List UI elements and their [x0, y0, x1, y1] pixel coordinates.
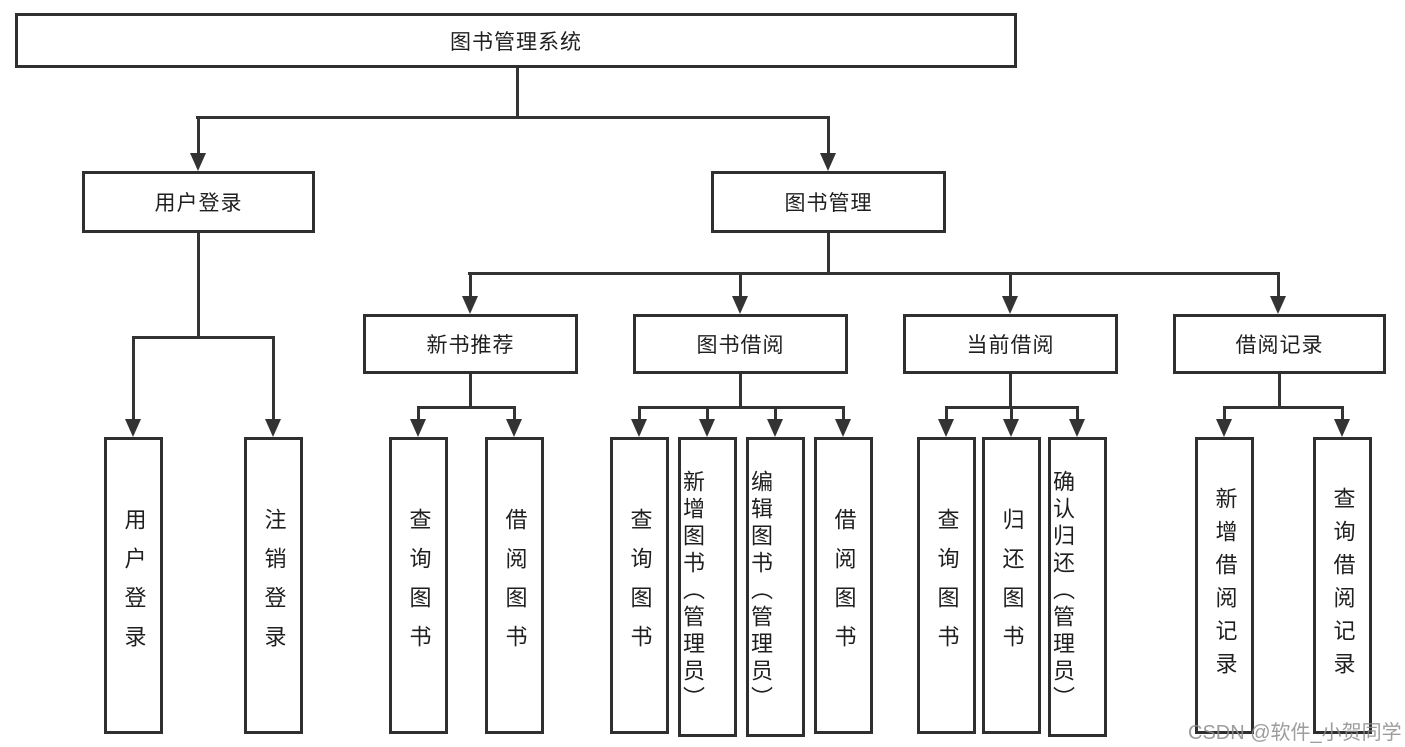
arrow-down-book-management	[820, 153, 836, 171]
arrow-down-leaf-logout	[265, 419, 281, 437]
connector-level3-shaft-1	[469, 272, 472, 298]
arrow-down-br-add	[1216, 419, 1232, 437]
node-borrow-records: 借阅记录	[1173, 314, 1386, 374]
connector-userlogin-shaft-1	[132, 336, 135, 420]
arrow-down-borrow-records	[1270, 296, 1286, 314]
connector-currentborrow-shaft-2	[1010, 406, 1013, 421]
leaf-current-query-books-label: 查询图书	[934, 507, 960, 664]
leaf-borrow-add-books-admin-label: 新增图书（管理员）	[680, 469, 705, 713]
connector-level3-shaft-4	[1277, 272, 1280, 298]
connector-level2-branch	[196, 116, 830, 119]
csdn-watermark: CSDN @软件_小贺同学	[1188, 722, 1402, 744]
arrow-down-cb-confirm	[1069, 419, 1085, 437]
node-root: 图书管理系统	[15, 13, 1017, 68]
arrow-down-bb-add	[699, 419, 715, 437]
leaf-current-confirm-return-admin-label: 确认归还（管理员）	[1050, 469, 1075, 713]
node-root-label: 图书管理系统	[450, 30, 582, 54]
connector-root-trunk	[516, 68, 519, 119]
leaf-logout: 注销登录	[244, 437, 303, 734]
connector-bookborrow-trunk	[739, 374, 742, 409]
arrow-down-cb-query	[938, 419, 954, 437]
connector-currentborrow-shaft-3	[1076, 406, 1079, 421]
arrow-down-leaf-user-login	[125, 419, 141, 437]
leaf-newbook-query-books-label: 查询图书	[406, 507, 432, 664]
connector-newbook-shaft-2	[513, 406, 516, 421]
connector-newbook-branch	[417, 406, 515, 409]
leaf-borrow-add-books-admin: 新增图书（管理员）	[678, 437, 737, 737]
node-book-borrow: 图书借阅	[633, 314, 848, 374]
connector-newbook-shaft-1	[417, 406, 420, 421]
connector-records-branch	[1223, 406, 1343, 409]
connector-bookborrow-shaft-4	[842, 406, 845, 421]
leaf-current-return-books-label: 归还图书	[999, 507, 1025, 664]
connector-bookborrow-shaft-3	[774, 406, 777, 421]
node-book-management-label: 图书管理	[784, 192, 873, 215]
arrow-down-book-borrow	[732, 296, 748, 314]
node-user-login-label: 用户登录	[154, 192, 243, 215]
arrow-down-bb-edit	[767, 419, 783, 437]
connector-userlogin-trunk	[197, 233, 200, 339]
leaf-borrow-query-books-label: 查询图书	[627, 507, 653, 664]
leaf-records-add-record-label: 新增借阅记录	[1212, 486, 1238, 685]
leaf-newbook-borrow-books-label: 借阅图书	[502, 507, 528, 664]
arrow-down-bb-borrow	[835, 419, 851, 437]
leaf-borrow-edit-books-admin-label: 编辑图书（管理员）	[748, 469, 773, 713]
leaf-borrow-query-books: 查询图书	[610, 437, 669, 734]
connector-newbook-trunk	[469, 374, 472, 409]
connector-level3-shaft-2	[739, 272, 742, 298]
leaf-borrow-edit-books-admin: 编辑图书（管理员）	[746, 437, 805, 737]
arrow-down-nb-borrow	[506, 419, 522, 437]
node-book-management: 图书管理	[711, 171, 946, 233]
connector-userlogin-shaft-2	[272, 336, 275, 420]
leaf-borrow-borrow-books-label: 借阅图书	[831, 507, 857, 664]
leaf-newbook-borrow-books: 借阅图书	[485, 437, 544, 734]
connector-bookborrow-shaft-2	[706, 406, 709, 421]
leaf-records-add-record: 新增借阅记录	[1195, 437, 1254, 734]
leaf-logout-label: 注销登录	[261, 507, 287, 664]
connector-level2-right-shaft	[827, 116, 830, 156]
connector-records-shaft-2	[1341, 406, 1344, 421]
leaf-records-query-record: 查询借阅记录	[1313, 437, 1372, 734]
leaf-current-confirm-return-admin: 确认归还（管理员）	[1048, 437, 1107, 737]
connector-level3-branch	[468, 272, 1280, 275]
arrow-down-current-borrow	[1002, 296, 1018, 314]
node-new-book-recommend-label: 新书推荐	[426, 334, 515, 357]
node-current-borrow: 当前借阅	[903, 314, 1118, 374]
leaf-newbook-query-books: 查询图书	[389, 437, 448, 734]
arrow-down-new-book-recommend	[462, 296, 478, 314]
arrow-down-user-login	[190, 153, 206, 171]
node-user-login: 用户登录	[82, 171, 315, 233]
connector-currentborrow-shaft-1	[945, 406, 948, 421]
leaf-user-login-label: 用户登录	[121, 507, 147, 664]
node-borrow-records-label: 借阅记录	[1235, 334, 1324, 357]
arrow-down-cb-return	[1003, 419, 1019, 437]
connector-level3-shaft-3	[1009, 272, 1012, 298]
leaf-records-query-record-label: 查询借阅记录	[1330, 486, 1356, 685]
leaf-current-return-books: 归还图书	[982, 437, 1041, 734]
node-new-book-recommend: 新书推荐	[363, 314, 578, 374]
arrow-down-br-query	[1334, 419, 1350, 437]
connector-userlogin-branch	[132, 336, 274, 339]
connector-level2-left-shaft	[197, 116, 200, 156]
connector-bookborrow-shaft-1	[638, 406, 641, 421]
connector-bookmgmt-trunk	[827, 233, 830, 275]
node-book-borrow-label: 图书借阅	[696, 334, 785, 357]
arrow-down-bb-query	[631, 419, 647, 437]
connector-records-trunk	[1278, 374, 1281, 409]
node-current-borrow-label: 当前借阅	[966, 334, 1055, 357]
connector-records-shaft-1	[1223, 406, 1226, 421]
leaf-borrow-borrow-books: 借阅图书	[814, 437, 873, 734]
leaf-current-query-books: 查询图书	[917, 437, 976, 734]
connector-currentborrow-trunk	[1009, 374, 1012, 409]
connector-bookborrow-branch	[638, 406, 844, 409]
arrow-down-nb-query	[410, 419, 426, 437]
leaf-user-login: 用户登录	[104, 437, 163, 734]
